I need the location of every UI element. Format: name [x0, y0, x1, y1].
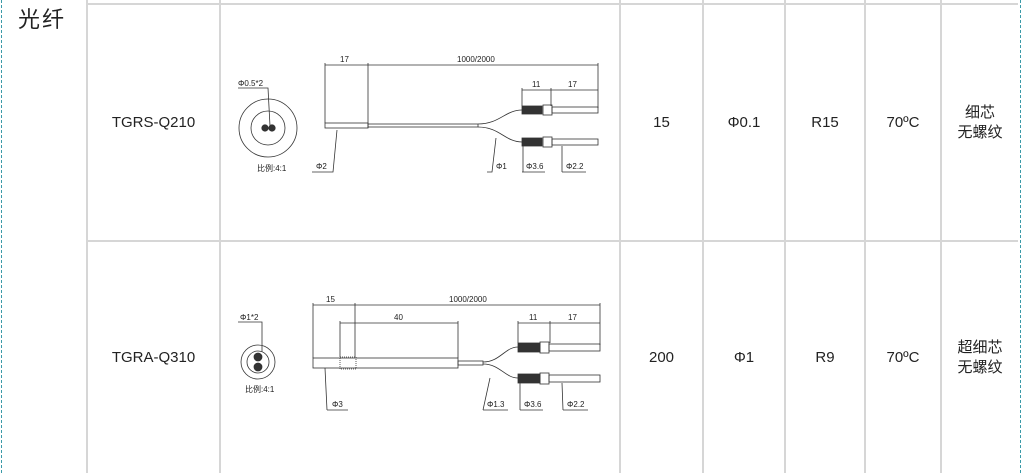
category-label: 光纤 — [18, 7, 67, 32]
col-line — [219, 0, 221, 473]
core-label: Φ1*2 — [240, 313, 259, 322]
right-guide — [1020, 0, 1021, 473]
dim-label: 17 — [568, 313, 577, 322]
dim-label: Φ3.6 — [524, 400, 542, 409]
dim-label: 1000/2000 — [449, 295, 487, 304]
col-line — [86, 0, 88, 473]
radius-cell: R9 — [815, 348, 835, 366]
value-cell: 15 — [653, 113, 670, 131]
dim-label: Φ1.3 — [487, 400, 505, 409]
left-guide — [1, 0, 2, 473]
note-line: 无螺纹 — [957, 123, 1003, 141]
note-line: 超细芯 — [957, 338, 1003, 356]
col-line — [619, 0, 621, 473]
dim-label: 15 — [326, 295, 335, 304]
temp-cell: 70ºC — [886, 348, 920, 366]
dim-label: Φ1 — [496, 162, 507, 171]
core-label: Φ0.5*2 — [238, 79, 264, 88]
dim-label: 11 — [529, 313, 538, 322]
diameter-cell: Φ1 — [733, 348, 755, 366]
dim-label: Φ2.2 — [567, 400, 585, 409]
dim-label: Φ2 — [316, 162, 327, 171]
temp-cell: 70ºC — [886, 113, 920, 131]
radius-cell: R15 — [811, 113, 839, 131]
dim-label: 1000/2000 — [457, 55, 495, 64]
note-line: 无螺纹 — [957, 358, 1003, 376]
col-line — [784, 0, 786, 473]
scale-label: 比例:4:1 — [257, 163, 287, 173]
dim-label: 17 — [568, 80, 577, 89]
model-cell: TGRA-Q310 — [111, 348, 196, 366]
dim-label: Φ3.6 — [526, 162, 544, 171]
col-line — [702, 0, 704, 473]
dim-label: 11 — [532, 80, 541, 89]
col-line — [864, 0, 866, 473]
fiber-drawing-1: Φ0.5*2 比例:4:1 17 1000/2000 11 17 Φ2 Φ1 Φ… — [238, 55, 599, 173]
scale-label: 比例:4:1 — [245, 384, 275, 394]
dim-label: 17 — [340, 55, 349, 64]
diameter-cell: Φ0.1 — [727, 113, 761, 131]
dim-label: Φ3 — [332, 400, 343, 409]
model-cell: TGRS-Q210 — [111, 113, 196, 131]
note-cell: 超细芯无螺纹 — [942, 242, 1018, 473]
note-cell: 细芯无螺纹 — [942, 5, 1018, 240]
dim-label: Φ2.2 — [566, 162, 584, 171]
row-divider — [86, 240, 1018, 242]
col-line — [940, 0, 942, 473]
dim-label: 40 — [394, 313, 403, 322]
value-cell: 200 — [648, 348, 675, 366]
fiber-drawing-2: Φ1*2 比例:4:1 15 1000/2000 40 11 17 Φ3 Φ1.… — [238, 295, 601, 411]
note-line: 细芯 — [964, 103, 995, 121]
table-top-border — [86, 3, 1018, 5]
